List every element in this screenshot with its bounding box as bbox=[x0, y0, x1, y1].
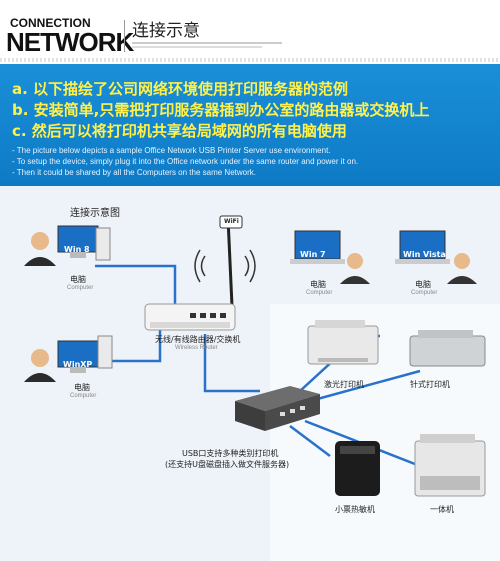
server-caption-2: (还支持U盘磁盘插入做文件服务器) bbox=[165, 460, 290, 469]
computer-sub-win8: Computer bbox=[67, 285, 94, 291]
header-dotted-rule bbox=[0, 58, 500, 62]
cable-server-receipt bbox=[289, 425, 331, 457]
server-caption-1: USB口支持多种类别打印机 bbox=[182, 449, 279, 458]
cable-server-dot bbox=[309, 369, 421, 403]
wifi-badge: WiFi bbox=[224, 218, 239, 225]
intro-banner bbox=[0, 64, 500, 186]
printer-caption-laser: 激光打印机 bbox=[324, 380, 364, 389]
mfp-printer-graphic bbox=[414, 434, 486, 497]
receipt-printer-graphic bbox=[335, 441, 380, 496]
router-sub: Wireless Router bbox=[175, 345, 218, 351]
os-label-winvista: Win Vista bbox=[403, 250, 446, 259]
header-divider bbox=[124, 20, 125, 52]
router-graphic bbox=[144, 215, 243, 331]
logo-top-text: CONNECTION bbox=[10, 16, 91, 30]
os-label-winxp: WinXP bbox=[63, 360, 93, 369]
header-fine-print bbox=[132, 40, 292, 50]
printer-caption-dot-matrix: 针式打印机 bbox=[410, 380, 450, 389]
os-label-win7: Win 7 bbox=[300, 250, 326, 259]
computer-win7-graphic bbox=[290, 230, 370, 284]
computer-caption-win8: 电脑 bbox=[70, 275, 86, 284]
dot-matrix-printer-graphic bbox=[409, 330, 486, 367]
computer-win8-graphic bbox=[24, 225, 111, 266]
page-header bbox=[0, 0, 500, 62]
printer-caption-receipt: 小票热敏机 bbox=[335, 505, 375, 514]
wifi-signal-icon bbox=[194, 249, 256, 283]
computer-sub-winxp: Computer bbox=[70, 393, 97, 399]
laser-printer-graphic bbox=[307, 320, 379, 365]
router-caption: 无线/有线路由器/交换机 bbox=[155, 335, 241, 344]
computer-winxp-graphic bbox=[24, 335, 113, 382]
print-server-graphic bbox=[235, 386, 320, 431]
diagram-graphics bbox=[0, 186, 500, 561]
computer-winvista-graphic bbox=[395, 230, 477, 284]
cable-router-server bbox=[203, 334, 260, 393]
computer-sub-winvista: Computer bbox=[411, 290, 438, 296]
computer-caption-winxp: 电脑 bbox=[74, 383, 90, 392]
computer-caption-win7: 电脑 bbox=[310, 280, 326, 289]
page-title: 连接示意 bbox=[132, 21, 200, 41]
intro-cn-line-a: a. 以下描绘了公司网络环境使用打印服务器的范例 bbox=[12, 80, 349, 98]
intro-en-line-3: - Then it could be shared by all the Com… bbox=[12, 168, 256, 177]
logo-main-text: NETWORK bbox=[6, 27, 134, 57]
computer-sub-win7: Computer bbox=[306, 290, 333, 296]
network-diagram: 连接示意图 Win 8 Win 7 Win Vista WinXP 电脑 Com… bbox=[0, 186, 500, 561]
intro-cn-line-b: b. 安装简单,只需把打印服务器插到办公室的路由器或交换机上 bbox=[12, 101, 430, 119]
printer-caption-mfp: 一体机 bbox=[430, 505, 454, 514]
os-label-win8: Win 8 bbox=[64, 245, 90, 254]
computer-caption-winvista: 电脑 bbox=[415, 280, 431, 289]
intro-en-line-1: - The picture below depicts a sample Off… bbox=[12, 146, 331, 155]
diagram-title: 连接示意图 bbox=[70, 208, 120, 219]
intro-cn-line-c: c. 然后可以将打印机共享给局域网的所有电脑使用 bbox=[12, 122, 347, 140]
intro-en-line-2: - To setup the device, simply plug it in… bbox=[12, 157, 359, 166]
